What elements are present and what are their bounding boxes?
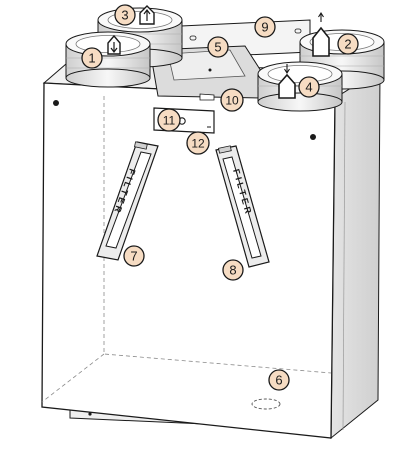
outdoor-house-arrow-up-icon — [312, 11, 330, 57]
duct-1 — [65, 31, 151, 88]
svg-text:2: 2 — [344, 37, 351, 52]
svg-text:5: 5 — [214, 40, 221, 55]
svg-text:1: 1 — [88, 51, 95, 66]
svg-text:9: 9 — [261, 20, 268, 35]
callout-11: 11 — [157, 108, 181, 132]
condensate-drain — [251, 398, 281, 410]
callout-8: 8 — [222, 259, 244, 281]
callout-7: 7 — [123, 245, 145, 267]
outdoor-house-arrow-down-icon — [278, 64, 296, 99]
svg-text:8: 8 — [229, 263, 236, 278]
svg-text:7: 7 — [130, 249, 137, 264]
callouts: 1 2 3 4 5 6 7 8 — [81, 4, 359, 391]
callout-6: 6 — [268, 369, 290, 391]
callout-10: 10 — [220, 88, 244, 112]
filter-handle-right: FILTER — [215, 145, 270, 268]
callout-1: 1 — [81, 47, 103, 69]
svg-text:4: 4 — [305, 80, 312, 95]
svg-text:12: 12 — [191, 137, 205, 151]
callout-5: 5 — [207, 36, 229, 58]
callout-4: 4 — [298, 76, 320, 98]
screw-top-right — [310, 134, 316, 140]
svg-text:6: 6 — [275, 373, 282, 388]
callout-9: 9 — [254, 16, 276, 38]
screw-top-left — [53, 100, 59, 106]
svg-text:10: 10 — [225, 94, 239, 108]
svg-text:11: 11 — [163, 114, 176, 128]
house-arrow-down-icon — [107, 34, 121, 55]
house-arrow-up-icon — [139, 5, 155, 25]
callout-12: 12 — [186, 131, 210, 155]
callout-3: 3 — [114, 4, 136, 26]
callout-2: 2 — [337, 33, 359, 55]
svg-text:3: 3 — [121, 8, 128, 23]
